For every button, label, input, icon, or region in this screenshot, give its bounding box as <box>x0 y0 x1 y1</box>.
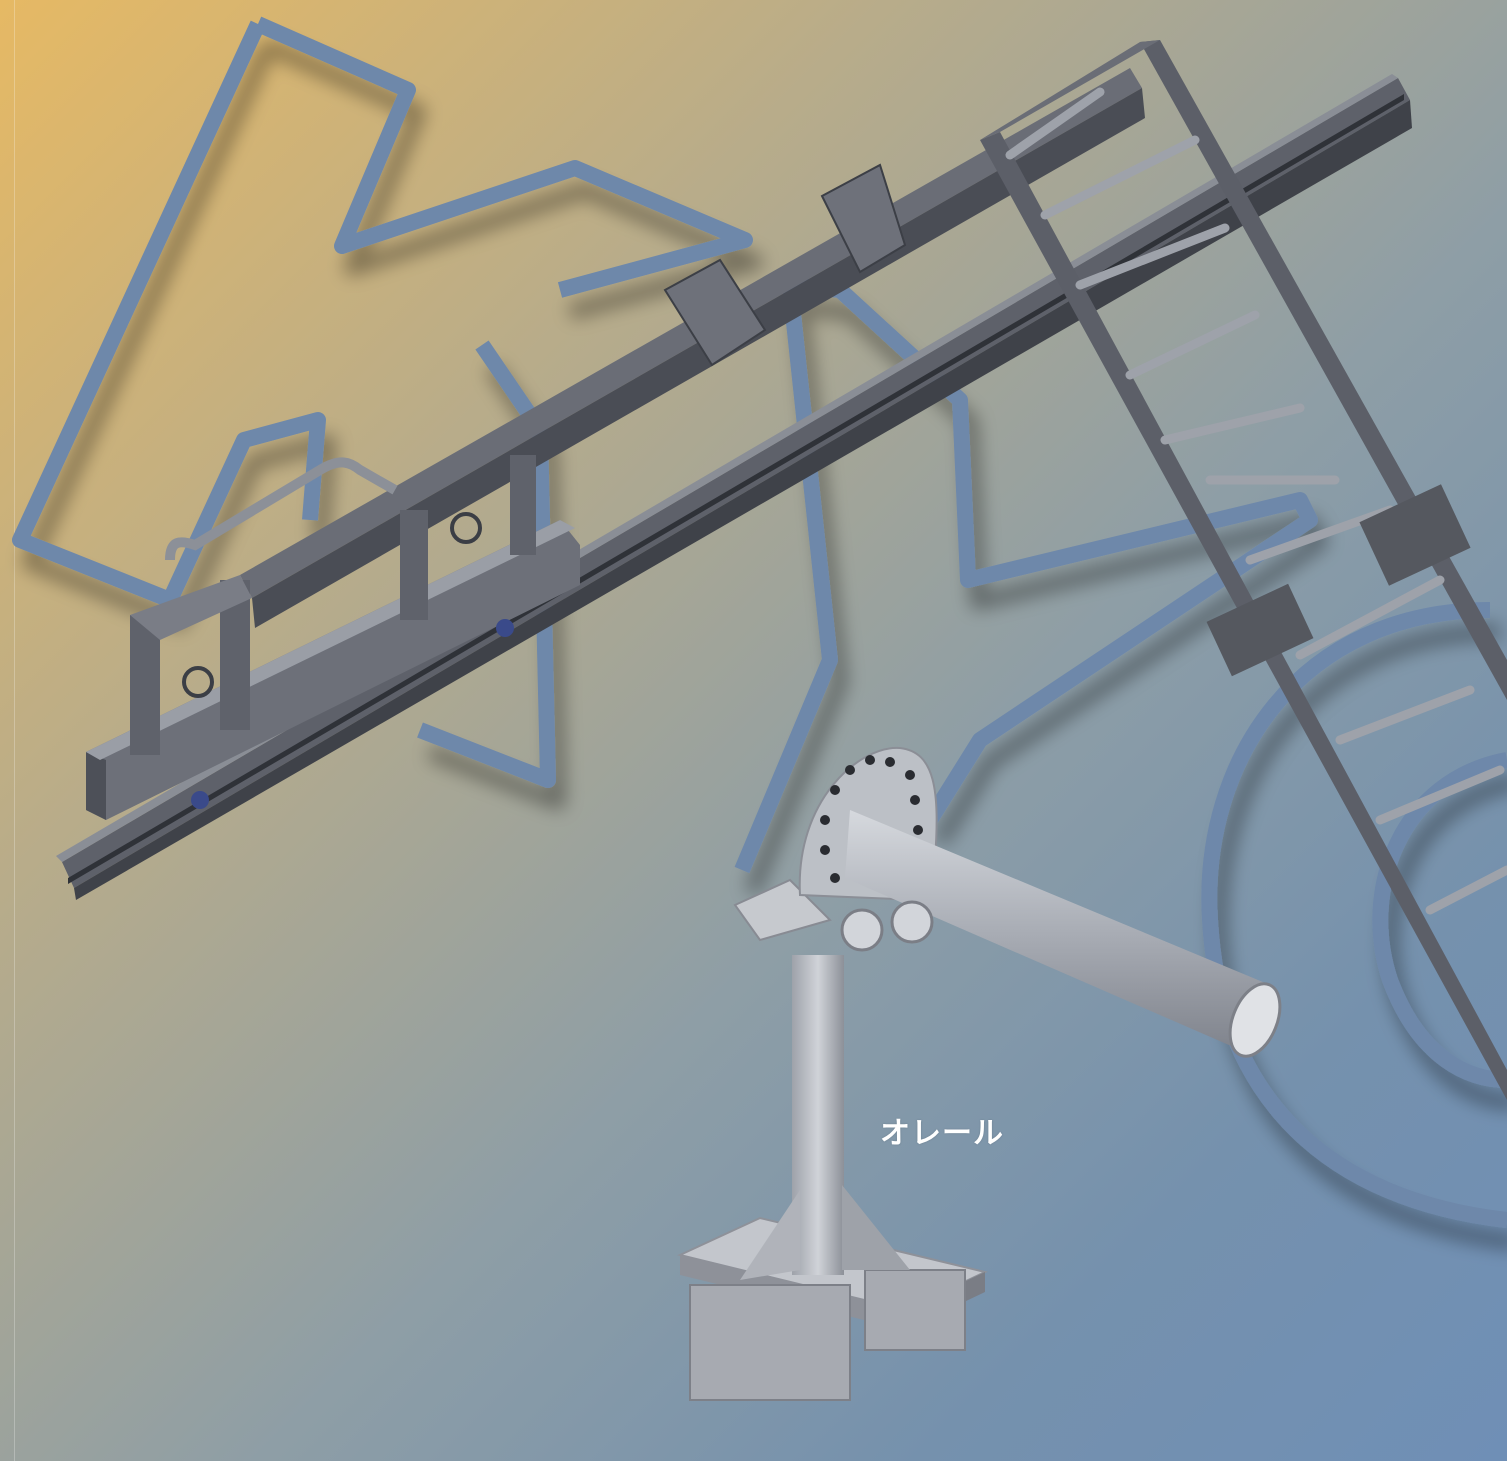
handwheel-2 <box>450 512 482 544</box>
post-top-plate <box>733 878 832 942</box>
post-foot-right <box>864 1269 966 1351</box>
post-foot-left <box>689 1284 851 1401</box>
ladder <box>980 40 1507 1100</box>
outline-shape-2 <box>12 20 326 608</box>
handwheel-1 <box>182 666 214 698</box>
outline-shape-1 <box>254 16 753 298</box>
outline-shape-6 <box>1201 602 1507 1228</box>
post-column <box>792 955 844 1275</box>
product-name-label: オレール <box>880 1116 1004 1151</box>
logo-outline-shapes <box>12 16 1507 1228</box>
trolley-assembly <box>86 455 580 820</box>
ladder-clamp-2 <box>1206 583 1314 677</box>
outline-shape-4 <box>789 277 1318 825</box>
joint-plates <box>663 163 907 367</box>
outline-shape-5 <box>734 284 838 874</box>
support-post <box>676 746 1282 1401</box>
i-beam-rail <box>56 74 1412 900</box>
left-edge-line <box>14 0 15 1461</box>
tube-end <box>1228 982 1282 1058</box>
tube-pipe <box>845 810 1270 1052</box>
tube-clamp <box>840 900 934 952</box>
ladder-clamp-1 <box>1359 484 1471 586</box>
